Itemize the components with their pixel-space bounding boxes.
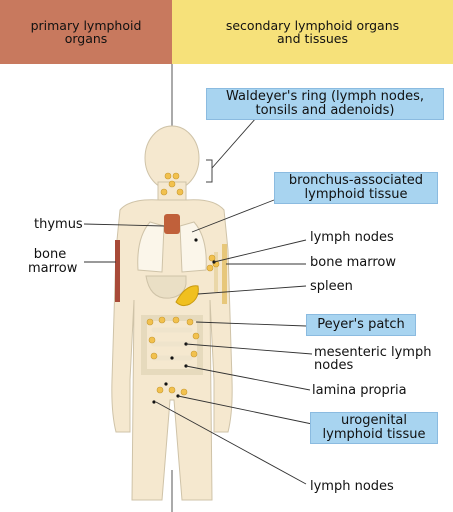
peyers-patch-text: Peyer's patch	[310, 318, 412, 332]
lymph-nodes-lower-label: lymph nodes	[310, 480, 394, 494]
bone-marrow-primary-label: bone marrow	[28, 248, 72, 276]
bone-marrow-label-line-2: marrow	[28, 262, 72, 276]
bone-marrow-left-arm	[115, 240, 120, 302]
balt-line-2: lymphoid tissue	[278, 188, 434, 202]
waldeyers-ring-box: Waldeyer's ring (lymph nodes, tonsils an…	[206, 88, 444, 120]
bone-marrow-right-arm	[222, 244, 227, 304]
urogenital-line-1: urogenital	[314, 414, 434, 428]
lymph-nodes-upper-label: lymph nodes	[310, 231, 394, 245]
urogenital-line-2: lymphoid tissue	[314, 428, 434, 442]
bone-marrow-label-line-1: bone	[28, 248, 72, 262]
bone-marrow-secondary-label: bone marrow	[310, 256, 396, 270]
lamina-propria-label: lamina propria	[312, 384, 407, 398]
balt-line-1: bronchus-associated	[278, 174, 434, 188]
peyers-patch-box: Peyer's patch	[306, 314, 416, 336]
waldeyer-bracket	[206, 160, 212, 182]
waldeyer-line-2: tonsils and adenoids)	[210, 104, 440, 118]
thymus-organ	[164, 214, 180, 234]
waldeyer-line-1: Waldeyer's ring (lymph nodes,	[210, 90, 440, 104]
thymus-label: thymus	[34, 218, 83, 232]
mesenteric-lymph-nodes-label: mesenteric lymph nodes	[314, 346, 431, 372]
spleen-label: spleen	[310, 280, 353, 294]
mesenteric-line-2: nodes	[314, 359, 431, 372]
urogenital-lymphoid-box: urogenital lymphoid tissue	[310, 412, 438, 444]
bronchus-associated-box: bronchus-associated lymphoid tissue	[274, 172, 438, 204]
